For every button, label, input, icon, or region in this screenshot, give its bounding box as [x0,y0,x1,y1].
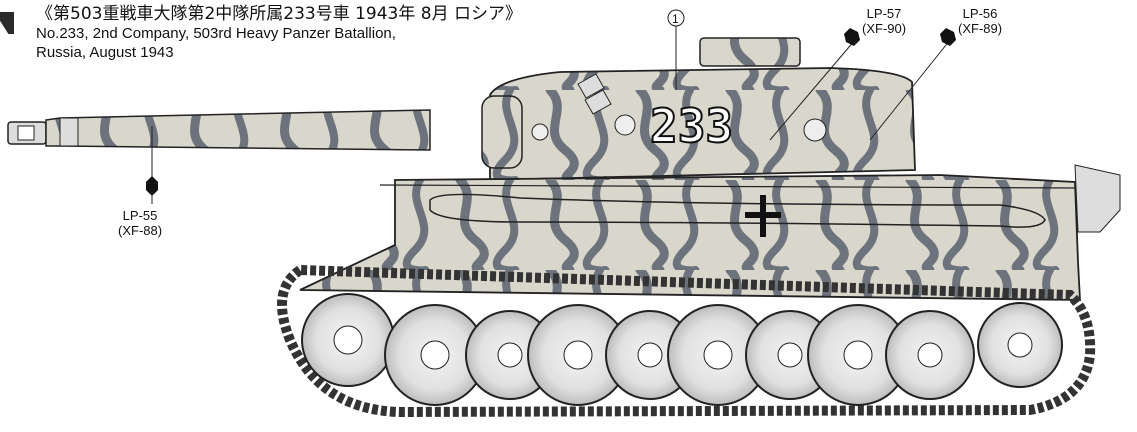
paint-code: LP-56 [962,6,998,21]
road-wheels [384,304,975,406]
callout-1-number: 1 [672,12,679,26]
paint-ref: (XF-89) [958,21,1003,36]
turret [481,37,916,181]
callout-1: 1 [667,9,685,90]
paint-leaders [146,28,956,204]
paint-label-lp57: LP-57 (XF-90) [862,6,906,36]
paint-label-lp55: LP-55 (XF-88) [118,208,162,238]
paint-ref: (XF-90) [862,21,907,36]
paint-code: LP-55 [122,208,158,223]
track-assembly [277,264,1096,418]
gun-barrel [7,109,431,151]
title-english-line1: No.233, 2nd Company, 503rd Heavy Panzer … [36,25,396,42]
paint-label-lp56: LP-56 (XF-89) [958,6,1002,36]
title-block: 《第503重戦車大隊第2中隊所属233号車 1943年 8月 ロシア》 No.2… [36,4,522,62]
hull [299,164,1121,301]
title-japanese: 《第503重戦車大隊第2中隊所属233号車 1943年 8月 ロシア》 [36,4,523,24]
turret-number: 233 [650,99,733,153]
title-english-line2: Russia, August 1943 [36,44,174,61]
paint-code: LP-57 [866,6,902,21]
paint-ref: (XF-88) [118,223,163,238]
